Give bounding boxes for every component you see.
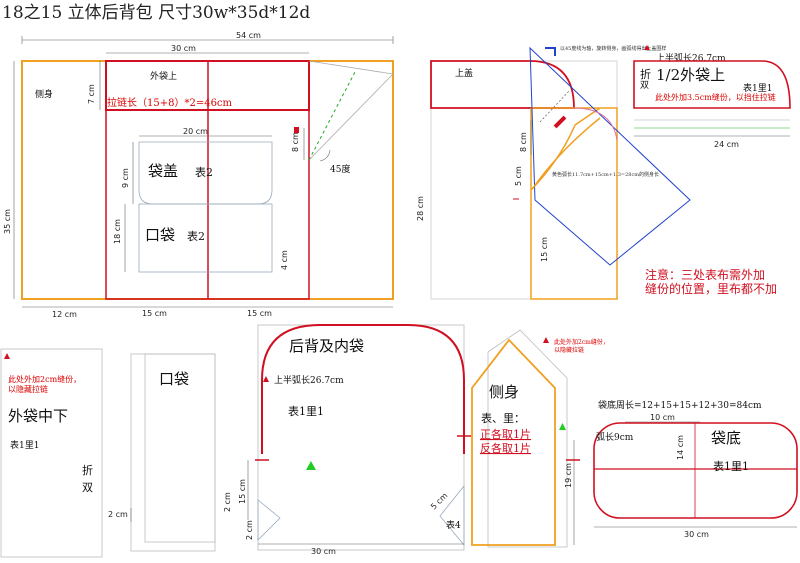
zipper-length-text: 拉链长（15+8）*2=46cm: [107, 96, 233, 109]
main-panel: 54 cm 30 cm 侧身 外袋上 7 cm 拉链长（15+8）*2=46cm…: [3, 31, 394, 319]
half-dim-24: 24 cm: [714, 140, 739, 149]
outer-lower-name: 外袋中下: [8, 407, 68, 425]
base-perimeter: 袋底周长=12+15+15+12+30=84cm: [598, 399, 762, 411]
side-line-3: 反各取1片: [480, 441, 531, 455]
notice: 注意：三处表布需外加 缝份的位置，里布都不加: [645, 267, 777, 296]
outer-lower-dim-2: 2 cm: [108, 510, 128, 519]
lid-dim-5: 5 cm: [514, 166, 523, 186]
outer-lower-count: 表1里1: [10, 439, 39, 451]
side-label: 侧身: [35, 88, 53, 100]
half-pocket-name: 1/2外袋上: [656, 66, 725, 84]
half-fold-2: 双: [640, 80, 649, 91]
dim-bottom-12: 12 cm: [52, 310, 77, 319]
lid-dim-15: 15 cm: [540, 237, 549, 262]
dim-bottom-15a: 15 cm: [142, 309, 167, 318]
side-strip-outline: [530, 107, 618, 300]
side-note-2: 以隐藏拉链: [554, 346, 584, 354]
back-count: 表1里1: [288, 404, 324, 418]
half-pocket-note: 此处外加3.5cm缝份，以挡住拉链: [655, 92, 776, 102]
dim-top-total: 54 cm: [236, 31, 261, 40]
back-arc-outline: [261, 324, 465, 454]
base-dim-10: 10 cm: [650, 413, 675, 422]
dim-4: 4 cm: [280, 250, 289, 270]
side-line-1: 表、里：: [481, 411, 525, 425]
half-arc-label: 上半弧长26.7cm: [656, 52, 726, 64]
notice-line-1: 注意：三处表布需外加: [645, 267, 765, 282]
half-fold-1: 折: [640, 67, 651, 81]
back-dim-2a: 2 cm: [223, 492, 232, 512]
lid-top-note: 以45度线为轴，旋转侧身，画弧线得出上盖围样: [560, 45, 666, 52]
diagram-title: 18之15 立体后背包 尺寸30w*35d*12d: [2, 3, 310, 23]
dim-7cm: 7 cm: [87, 84, 96, 104]
dim-8: 8 cm: [291, 132, 300, 152]
base-dim-30: 30 cm: [684, 530, 709, 539]
back-name: 后背及内袋: [289, 337, 364, 355]
outer-lower-note-2: 以隐藏拉链: [8, 384, 48, 394]
lid-dim-28: 28 cm: [416, 196, 425, 221]
side-name: 侧身: [489, 383, 519, 401]
back-face-4: 表4: [446, 519, 461, 531]
notice-line-2: 缝份的位置，里布都不加: [645, 281, 777, 296]
base-outline: [593, 422, 798, 519]
flap-label: 袋盖: [148, 162, 178, 180]
flap-face: 表2: [195, 165, 213, 179]
lid-label: 上盖: [455, 67, 473, 79]
back-dim-15: 15 cm: [238, 479, 247, 504]
outer-lower-fold-1: 折: [82, 463, 93, 477]
back-dim-30: 30 cm: [311, 547, 336, 556]
dim-top-30: 30 cm: [171, 44, 196, 53]
base-count: 表1里1: [713, 459, 749, 473]
lid-panel: 上盖 以45度线为轴，旋转侧身，画弧线得出上盖围样 8 cm 5 cm 黄色弧长…: [416, 45, 691, 300]
dim-18: 18 cm: [113, 219, 122, 244]
lid-outline: [430, 60, 575, 109]
dim-35: 35 cm: [3, 209, 12, 234]
base-arc-9: 弧长9cm: [596, 431, 634, 443]
base-dim-14: 14 cm: [676, 435, 685, 460]
side-piece-outline: [471, 338, 556, 546]
pocket-piece-name: 口袋: [159, 370, 189, 388]
half-pocket-count: 表1里1: [743, 82, 772, 94]
half-outer-pocket-panel: 上半弧长26.7cm 折 双 1/2外袋上 表1里1 此处外加3.5cm缝份，以…: [633, 45, 791, 149]
back-panel: 后背及内袋 上半弧长26.7cm 表1里1 15 cm 2 cm 2 cm 30…: [223, 324, 471, 556]
lid-arc-note: 黄色弧长11.7cm+15cm+1.3=28cm的侧身长: [552, 171, 659, 178]
pocket-label: 口袋: [145, 226, 175, 244]
back-dim-2b: 2 cm: [245, 520, 254, 540]
outer-lower-fold-2: 双: [82, 481, 93, 494]
pocket-outline: [138, 203, 273, 273]
pocket-face: 表2: [187, 229, 205, 243]
rotated-side-outline: [529, 46, 691, 266]
dim-bottom-15b: 15 cm: [247, 309, 272, 318]
dim-9: 9 cm: [121, 168, 130, 188]
angle-label: 45度: [330, 163, 350, 175]
dim-20: 20 cm: [183, 127, 208, 136]
side-note-1: 此处外加2cm缝份，: [554, 338, 609, 346]
side-line-2: 正各取1片: [480, 427, 531, 441]
base-panel: 袋底周长=12+15+15+12+30=84cm 10 cm 弧长9cm 袋底 …: [593, 399, 798, 539]
side-dim-19: 19 cm: [564, 463, 573, 488]
outer-upper-label: 外袋上: [150, 70, 177, 82]
side-piece-panel: 此处外加2cm缝份， 以隐藏拉链 侧身 表、里： 正各取1片 反各取1片 19 …: [471, 329, 609, 548]
outer-lower-panel: 此处外加2cm缝份， 以隐藏拉链 外袋中下 表1里1 折 双: [0, 348, 103, 558]
outer-lower-note-1: 此处外加2cm缝份，: [8, 374, 81, 384]
base-name: 袋底: [711, 429, 741, 447]
back-arc-label: 上半弧长26.7cm: [274, 374, 344, 386]
lid-dim-8: 8 cm: [519, 132, 528, 152]
pocket-piece-panel: 口袋 2 cm: [108, 353, 216, 552]
half-pocket-outline: [633, 60, 791, 109]
